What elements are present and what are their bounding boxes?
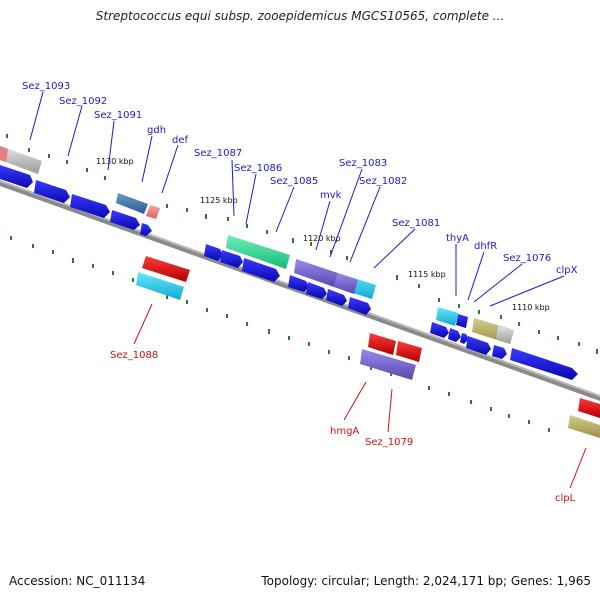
gene-label: thyA bbox=[446, 233, 469, 244]
ruler-ticks bbox=[6, 134, 598, 432]
gene-label: Sez_1081 bbox=[392, 218, 440, 229]
gene-label: Sez_1082 bbox=[359, 176, 407, 187]
map-title: Streptococcus equi subsp. zooepidemicus … bbox=[95, 9, 505, 23]
gene-label: Sez_1093 bbox=[22, 81, 70, 92]
ruler-label: 1120 kbp bbox=[303, 234, 341, 243]
gene-label: Sez_1083 bbox=[339, 158, 387, 169]
genome-summary: Topology: circular; Length: 2,024,171 bp… bbox=[261, 574, 591, 588]
ruler-label: 1110 kbp bbox=[512, 303, 550, 312]
gene-label: clpX bbox=[556, 265, 578, 276]
ruler-label: 1130 kbp bbox=[96, 157, 134, 166]
gene-label: Sez_1088 bbox=[110, 350, 158, 361]
gene-label: dhfR bbox=[474, 241, 497, 252]
gene-labels-top: Sez_1093 Sez_1092 Sez_1091 gdh def Sez_1… bbox=[22, 81, 578, 276]
gene-label: Sez_1076 bbox=[503, 253, 551, 264]
tick-row-upper bbox=[6, 134, 598, 354]
gene-label: Sez_1087 bbox=[194, 148, 242, 159]
gene-label: Sez_1085 bbox=[270, 176, 318, 187]
cds-arrows bbox=[0, 165, 578, 380]
accession-label: Accession: NC_011134 bbox=[9, 574, 146, 588]
tick-row-lower bbox=[10, 236, 550, 432]
feature-strip-lower bbox=[136, 256, 422, 380]
gene-label: Sez_1079 bbox=[365, 437, 413, 448]
gene-label: Sez_1086 bbox=[234, 163, 282, 174]
gene-label: clpL bbox=[555, 493, 576, 504]
gene-label: hmgA bbox=[330, 426, 359, 437]
leader-lines bbox=[29, 91, 587, 489]
feature-strip-upper bbox=[0, 146, 600, 438]
gene-label: Sez_1091 bbox=[94, 110, 142, 121]
ruler-label: 1115 kbp bbox=[408, 270, 446, 279]
ruler-label: 1125 kbp bbox=[200, 196, 238, 205]
gene-labels-bottom: Sez_1088 hmgA Sez_1079 clpL bbox=[110, 350, 576, 504]
gene-label: gdh bbox=[147, 125, 166, 136]
gene-label: mvk bbox=[320, 190, 342, 201]
gene-label: def bbox=[172, 135, 189, 146]
gene-label: Sez_1092 bbox=[59, 96, 107, 107]
ruler-labels: 1130 kbp 1125 kbp 1120 kbp 1115 kbp 1110… bbox=[96, 157, 550, 312]
